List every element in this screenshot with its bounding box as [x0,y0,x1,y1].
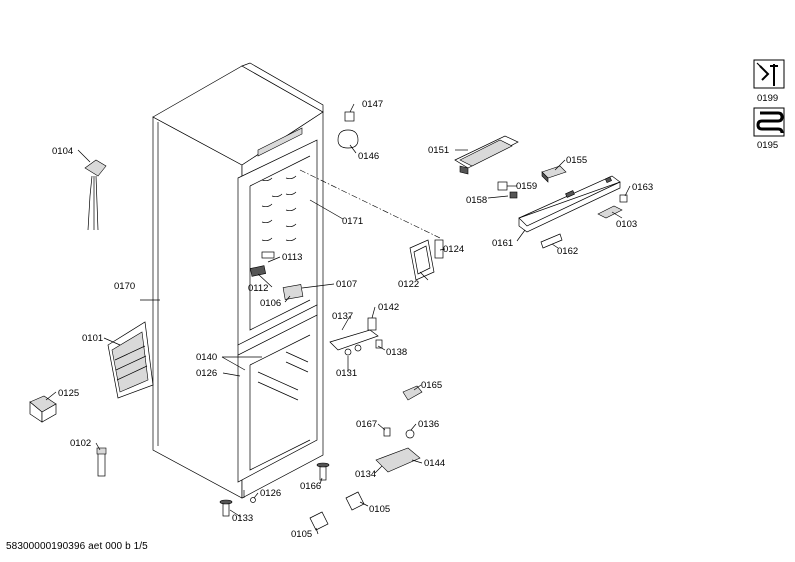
feet-screw-part [96,447,107,477]
bracket-part-left [309,511,329,531]
label-0103: 0103 [616,219,637,230]
label-0167: 0167 [356,419,377,430]
control-bar-part [518,175,621,233]
label-0112: 0112 [248,283,268,294]
label-0107: 0107 [336,279,357,290]
hinge-cap-part [337,111,359,149]
label-0105-left: 0105 [291,529,312,540]
label-0146: 0146 [358,151,379,162]
label-0106: 0106 [260,298,281,309]
bracket-part-right [345,491,365,511]
label-0158: 0158 [466,195,487,206]
legend-label-0195: 0195 [757,140,778,151]
label-0151: 0151 [428,145,449,156]
small-screw-part [250,497,256,503]
document-footer: 58300000190396 aet 000 b 1/5 [6,541,148,552]
bottom-hinge-screws [383,427,415,439]
label-0159: 0159 [516,181,537,192]
label-0170: 0170 [114,281,135,292]
label-0165: 0165 [421,380,442,391]
service-tool-icon [753,59,785,89]
label-0102: 0102 [70,438,91,449]
evaporator-plate-part [409,239,444,281]
lamp-socket-part [497,181,518,199]
label-0171: 0171 [342,216,363,227]
label-0124: 0124 [443,244,464,255]
leader-lines [45,103,631,535]
label-0105-right: 0105 [369,504,390,515]
control-module-part [541,165,567,183]
legend-label-0199: 0199 [757,93,778,104]
fridge-cabinet [152,62,324,499]
power-cord-part [84,159,107,231]
lamp-cover-part [597,194,628,219]
label-0122: 0122 [398,279,419,290]
label-0133: 0133 [232,513,253,524]
adjustable-foot-part [316,462,330,481]
label-0134: 0134 [355,469,376,480]
label-0125: 0125 [58,388,79,399]
label-0126-upper: 0126 [196,368,217,379]
label-0101: 0101 [82,333,103,344]
vent-grille-part [107,321,154,399]
door-stop-part [402,385,423,401]
label-0131: 0131 [336,368,357,379]
legend: 0199 0195 [753,59,785,151]
label-0142: 0142 [378,302,399,313]
middle-hinge-part [329,317,383,356]
bottom-hinge-part [375,447,421,473]
label-0163: 0163 [632,182,653,193]
label-0147: 0147 [362,99,383,110]
control-cover-part [454,135,519,175]
part-labels: 0104 0147 0146 0151 0155 0159 0158 0163 … [52,99,653,540]
label-0144: 0144 [424,458,445,469]
label-0161: 0161 [492,238,513,249]
light-diffuser-part [540,233,563,249]
label-0140: 0140 [196,352,217,363]
label-0138: 0138 [386,347,407,358]
label-0162: 0162 [557,246,578,257]
heating-coil-icon [753,107,785,137]
label-0113: 0113 [282,252,302,263]
assembly-leader-line [299,169,441,239]
label-0104: 0104 [52,146,73,157]
label-0126-lower: 0126 [260,488,281,499]
label-0137: 0137 [332,311,353,322]
label-0166: 0166 [300,481,321,492]
relay-part [29,395,57,423]
leveling-foot-part [219,499,233,517]
label-0155: 0155 [566,155,587,166]
label-0136: 0136 [418,419,439,430]
